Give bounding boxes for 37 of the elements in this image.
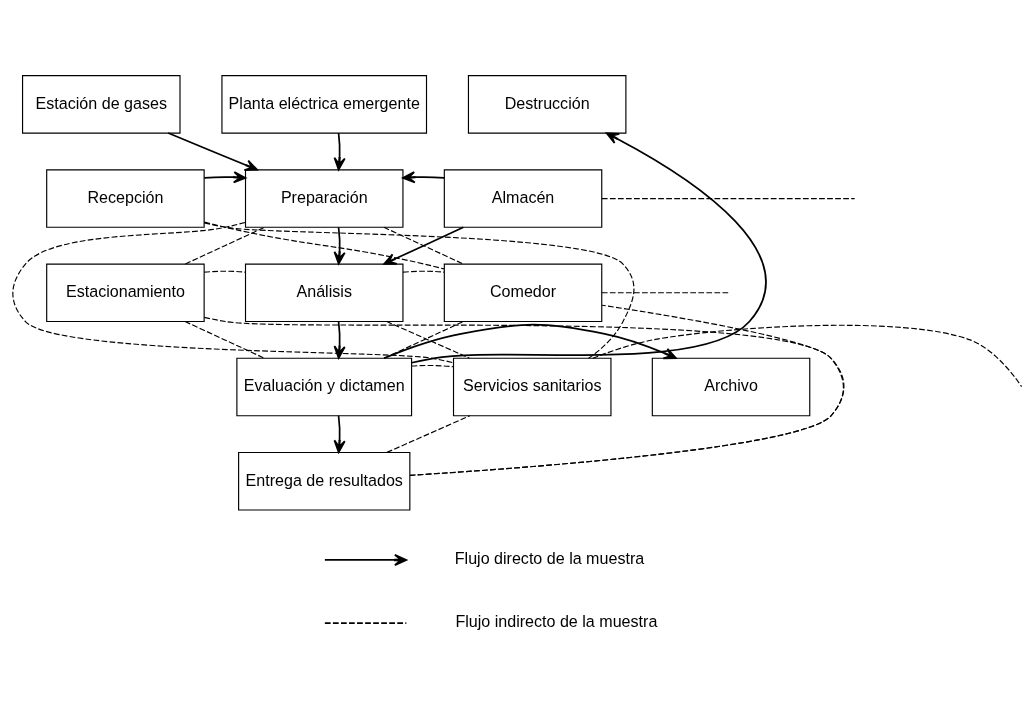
node-box: Evaluación y dictamen — [236, 357, 413, 417]
connector — [592, 324, 1023, 388]
arrow — [402, 171, 446, 184]
arrow — [333, 226, 346, 265]
node-box: Comedor — [443, 263, 603, 323]
node-box: Entrega de resultados — [238, 451, 411, 511]
connector — [386, 415, 471, 453]
arrow — [203, 171, 247, 184]
arrow — [333, 320, 346, 359]
arrow — [333, 132, 346, 171]
connector — [203, 270, 247, 273]
node-box: Recepción — [46, 169, 205, 228]
connector — [203, 316, 845, 476]
node-box: Servicios sanitarios — [452, 357, 612, 417]
node-box: Estación de gases — [22, 75, 181, 134]
connector — [203, 222, 635, 359]
node-box: Archivo — [651, 357, 811, 417]
connector — [601, 198, 856, 200]
legend-label: Flujo directo de la muestra — [454, 549, 645, 568]
connector — [184, 226, 266, 265]
connector — [411, 364, 454, 368]
connector — [12, 221, 454, 364]
arrow — [410, 132, 767, 364]
connector — [409, 304, 844, 476]
legend-label: Flujo indirecto de la muestra — [455, 612, 658, 631]
connector — [402, 270, 445, 273]
node-box: Preparación — [244, 169, 404, 228]
node-box: Estacionamiento — [46, 263, 205, 323]
connector — [184, 320, 265, 359]
node-box: Destrucción — [467, 75, 627, 134]
arrow — [333, 414, 346, 454]
node-box: Análisis — [244, 263, 404, 323]
node-box: Planta eléctrica emergente — [221, 75, 428, 134]
connector — [601, 292, 729, 294]
arrow — [383, 323, 677, 360]
arrow — [167, 132, 258, 171]
node-box: Almacén — [443, 169, 603, 228]
